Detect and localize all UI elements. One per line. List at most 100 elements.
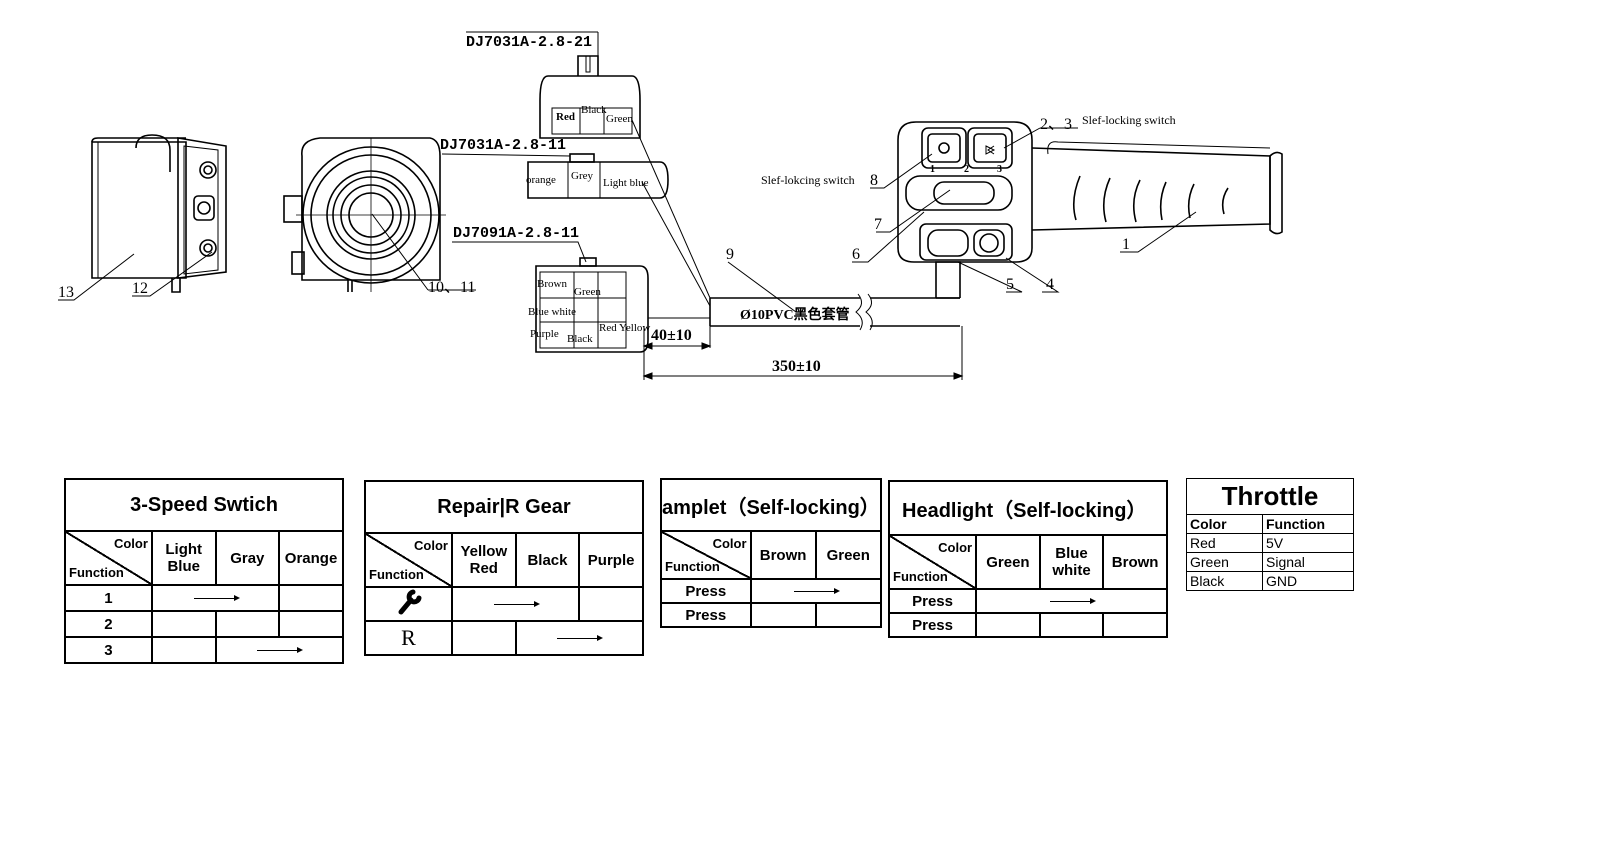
side-view [91,134,227,293]
headlight-col-green: Green [975,534,1041,590]
connector-1-drawing [539,55,641,139]
connector-3-pin-black: Black [567,333,593,345]
dimension-lines [642,326,964,380]
throttle-func-signal: Signal [1262,552,1354,572]
empty-cell [214,610,281,638]
lamplet-col-brown: Brown [749,530,817,580]
lamplet-row-2: Press [660,602,752,628]
function-header: Function [893,569,948,584]
repair-table-corner: Color Function [364,532,453,588]
cable [709,261,961,331]
throttle-table-title: Throttle [1186,478,1354,515]
speed-table-title: 3-Speed Swtich [64,478,344,532]
front-view [283,137,446,292]
callout-2-3: 2、3 [1040,116,1073,133]
lamplet-row-1: Press [660,578,752,604]
connector-2-pin-orange: orange [526,174,556,186]
repair-table-title: Repair|R Gear [364,480,644,534]
lamplet-col-green: Green [814,530,882,580]
connector-1-pin-green: Green [606,113,633,125]
connector-1-label: DJ7031A-2.8-21 [466,34,593,51]
empty-cell [814,602,882,628]
speed-col-gray: Gray [214,530,281,586]
dimension-short: 40±10 [651,327,692,344]
connector-2-pin-grey: Grey [571,170,593,182]
callout-5: 5 [1006,276,1014,293]
color-header: Color [712,536,747,551]
leader-lines [58,31,1197,313]
empty-cell [278,584,344,612]
connector-2-pin-lightblue: Light blue [603,177,649,189]
speed-col-lightblue: Light Blue [150,530,217,586]
repair-gear-table: Repair|R Gear Color Function Yellow Red … [364,480,645,656]
headlight-table-title: Headlight（Self-locking） [888,480,1168,536]
connector-3-pin-bluewhite: Blue white [528,306,576,318]
headlight-col-brown: Brown [1102,534,1168,590]
connector-1-pin-red: Red [556,111,575,123]
switch-number-2: 2 [964,164,969,175]
speed-row-3-arrow [214,636,345,664]
throttle-grip [1031,141,1283,235]
callout-10-11: 10、11 [428,279,476,296]
connector-3-pin-brown: Brown [537,278,567,290]
throttle-color-green: Green [1186,552,1263,572]
function-header: Function [369,567,424,582]
callout-7: 7 [874,216,882,233]
throttle-hdr-color: Color [1186,514,1263,534]
empty-cell [1102,612,1168,638]
color-header: Color [938,540,973,555]
speed-row-3: 3 [64,636,153,664]
callout-4: 4 [1046,276,1054,293]
speed-col-orange: Orange [278,530,344,586]
lamplet-table-title: amplet（Self-locking） [660,478,882,532]
switch-number-3: 3 [997,164,1002,175]
empty-cell [150,610,217,638]
connector-2-label: DJ7031A-2.8-11 [440,137,567,154]
headlight-col-bluewhite: Blue white [1038,534,1105,590]
callout-12: 12 [132,280,148,297]
headlight-row-1-arrow [975,588,1168,614]
arrow-icon [793,588,840,595]
connector-3-pin-green: Green [574,286,601,298]
callout-13: 13 [58,284,74,301]
throttle-func-gnd: GND [1262,571,1354,591]
function-header: Function [665,559,720,574]
switch-label-top: Slef-locking switch [1082,113,1176,127]
cable-label: Ø10PVC黑色套管 [740,308,850,323]
function-header: Function [69,565,124,580]
empty-cell [1038,612,1105,638]
callout-9: 9 [726,246,734,263]
switch-label-left: Slef-lokcing switch [761,173,855,187]
connector-3-pin-redyellow: Red Yellow [599,322,651,334]
arrow-icon [493,601,540,608]
repair-col-purple: Purple [578,532,644,588]
empty-cell [278,610,344,638]
throttle-func-5v: 5V [1262,533,1354,553]
connector-3-pin-purple: Purple [530,328,559,340]
lamplet-table: amplet（Self-locking） Color Function Brow… [660,478,882,628]
connector-2-drawing [527,153,669,199]
technical-drawing [58,31,1283,380]
repair-row-wrench [364,586,453,622]
repair-row-1-arrow [450,586,581,622]
headlight-row-1: Press [887,588,978,614]
connector-3-label: DJ7091A-2.8-11 [453,225,580,242]
wires [631,119,711,319]
repair-col-yellowred: Yellow Red [450,532,517,588]
lamplet-table-corner: Color Function [660,530,752,580]
throttle-table: Throttle Color Function Red 5V Green Sig… [1186,478,1354,591]
arrow-icon [193,595,240,602]
headlight-table: Headlight（Self-locking） Color Function G… [887,480,1168,638]
headlight-row-2: Press [887,612,978,638]
empty-cell [749,602,817,628]
arrow-icon [257,647,304,654]
callout-6: 6 [852,246,860,263]
speed-table-corner: Color Function [64,530,153,586]
dimension-long: 350±10 [772,358,821,375]
color-header: Color [414,538,448,553]
connector-1-pin-black: Black [581,104,607,116]
connector-3-drawing [535,257,649,353]
arrow-icon [1049,598,1096,605]
wrench-icon [398,589,422,615]
lamplet-row-1-arrow [749,578,882,604]
